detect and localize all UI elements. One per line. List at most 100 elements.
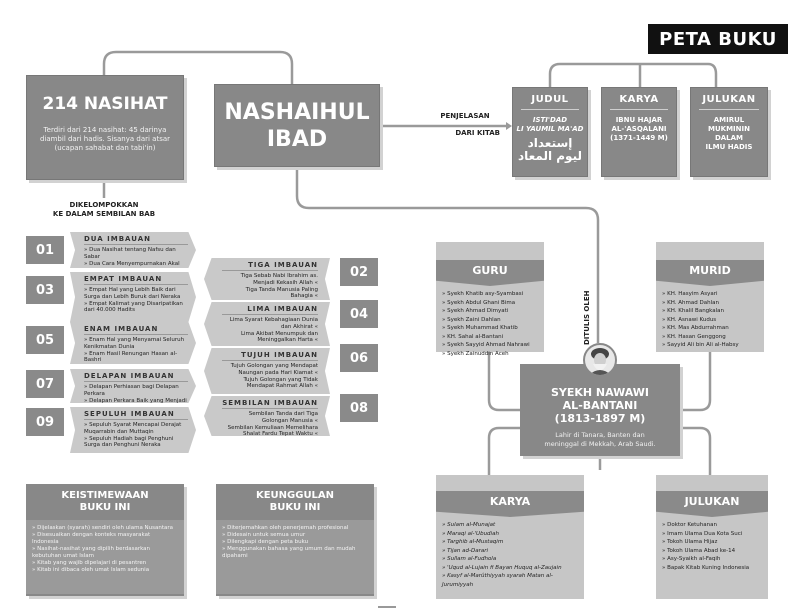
author-description: Lahir di Tanara, Banten dan meninggal di… — [520, 431, 680, 449]
list-item: » Syekh Khatib asy-Syambasi — [442, 291, 524, 297]
list-item: » Targhib al-Mustaqim — [442, 539, 504, 545]
julukan-list: » Doktor Ketuhanan » Imam Ulama Dua Kota… — [656, 517, 768, 576]
chapter-item: Tujuh Golongan yang Tidak Mendapat Rahma… — [243, 376, 318, 390]
chapter-card: TUJUH IMBAUAN Tujuh Golongan yang Mendap… — [204, 348, 330, 394]
keunggulan-heading: KEUNGGULAN BUKU INI — [216, 484, 374, 514]
julukan-top-spacer — [656, 475, 768, 491]
karya-info-box: KARYA IBNU HAJAR AL-'ASQALANI (1371-1449… — [601, 87, 677, 177]
keunggulan-box: KEUNGGULAN BUKU INI » Diterjemahkan oleh… — [216, 484, 374, 596]
julukan-box: JULUKAN » Doktor Ketuhanan » Imam Ulama … — [656, 475, 768, 599]
chapter-item: » Dua Cara Menyempurnakan Akal — [84, 260, 180, 267]
list-item: » KH. Mas Abdurrahman — [662, 325, 729, 331]
karya-box: KARYA » Sulam al-Munajat » Maraqi al-'Ub… — [436, 475, 584, 599]
list-item: » Doktor Ketuhanan — [662, 522, 717, 528]
nasihat-box: 214 NASIHAT Terdiri dari 214 nasihat: 45… — [26, 75, 184, 180]
murid-list: » KH. Hasyim Asyari » KH. Ahmad Dahlan »… — [656, 286, 764, 354]
list-item: » Dijelaskan (syarah) sendiri oleh ulama… — [32, 525, 174, 531]
chapter-item: » Sepuluh Hadiah bagi Penghuni Surga dan… — [84, 435, 174, 449]
murid-title: MURID — [656, 260, 764, 286]
list-item: » Sulam al-Munajat — [442, 522, 496, 528]
page-marker — [378, 606, 396, 608]
chapter-title: ENAM IMBAUAN — [84, 325, 188, 335]
list-item: » Maraqi al-'Ubudiah — [442, 530, 499, 537]
author-desc-line1: Lahir di Tanara, Banten dan — [555, 431, 645, 439]
julukan-info-line1: AMIRUL — [713, 116, 745, 124]
chapter-card: SEPULUH IMBAUAN » Sepuluh Syarat Mencapa… — [70, 407, 196, 453]
grouped-label: DIKELOMPOKKAN KE DALAM SEMBILAN BAB — [34, 201, 174, 219]
murid-top-spacer — [656, 242, 764, 260]
chapter-number: 02 — [340, 258, 378, 286]
chapter-item: Tiga Tanda Manusia Paling Bahagia « — [245, 286, 318, 300]
nasihat-title: 214 NASIHAT — [42, 94, 168, 114]
keistimewaan-list: » Dijelaskan (syarah) sendiri oleh ulama… — [26, 520, 184, 594]
guru-list: » Syekh Khatib asy-Syambasi » Syekh Abdu… — [436, 286, 544, 362]
julukan-info-line2: MUKMININ — [708, 125, 750, 133]
penjelasan-line2: DARI KITAB — [455, 129, 500, 137]
portrait-icon — [589, 348, 611, 375]
list-item: » Syekh Ahmad Dimyati — [442, 308, 509, 314]
list-item: » Dilengkapi dengan peta buku — [222, 539, 309, 545]
chapter-number: 01 — [26, 236, 64, 264]
grouped-line2: KE DALAM SEMBILAN BAB — [52, 210, 156, 218]
julukan-info-text: AMIRUL MUKMININ DALAM ILMU HADIS — [691, 116, 767, 152]
judul-latin-line2: LI YAUMIL MA'AD — [516, 125, 584, 133]
judul-latin-line1: ISTI'DAD — [532, 116, 568, 124]
list-item: » KH. Asnawi Kudus — [662, 316, 717, 323]
julukan-title: JULUKAN — [656, 491, 768, 517]
list-item: » Sullam al-Fudhola — [442, 556, 497, 562]
author-name-line1: SYEKH NAWAWI — [550, 386, 650, 399]
chapter-title: EMPAT IMBAUAN — [84, 275, 188, 285]
list-item: » Kasyf al-Marûthiyyah syarah Matan al-J… — [442, 573, 553, 588]
chapter-item: Sembilan Tanda dari Tiga Golongan Manusi… — [248, 411, 318, 424]
list-item: » Syekh Muhammad Khatib — [442, 325, 518, 331]
chapter-title: TIGA IMBAUAN — [222, 261, 318, 271]
karya-title: KARYA — [436, 491, 584, 517]
list-item: » Menggunakan bahasa yang umum dan mudah… — [222, 546, 356, 559]
julukan-info-box: JULUKAN AMIRUL MUKMININ DALAM ILMU HADIS — [690, 87, 768, 177]
chapter-card: LIMA IMBAUAN Lima Syarat Kebahagiaan Dun… — [204, 302, 330, 346]
list-item: » Syekh Abdul Ghani Bima — [442, 299, 516, 306]
chapter-item: » Delapan Perhiasan bagi Delapan Perkara — [84, 384, 179, 397]
chapter-card: TIGA IMBAUAN Tiga Sebab Nabi Ibrahim as.… — [204, 258, 330, 300]
chapter-item: » Sepuluh Syarat Mencapai Derajat Muqarr… — [84, 422, 182, 435]
karya-info-divider — [610, 109, 668, 110]
list-item: » Sayyid Ali bin Ali al-Habsy — [662, 342, 739, 348]
keunggulan-title1: KEUNGGULAN — [255, 490, 335, 501]
karya-list: » Sulam al-Munajat » Maraqi al-'Ubudiah … — [436, 517, 584, 593]
chapter-card: DELAPAN IMBAUAN » Delapan Perhiasan bagi… — [70, 369, 196, 403]
chapter-title: DUA IMBAUAN — [84, 235, 188, 245]
list-item: » KH. Ahmad Dahlan — [662, 299, 719, 306]
list-item: » Tijan ad-Darari — [442, 547, 489, 554]
list-item: » Syekh Zaini Dahlan — [442, 316, 501, 323]
list-item: » Syekh Zainuddin Aceh — [442, 350, 509, 357]
author-box: SYEKH NAWAWI AL-BANTANI (1813-1897 M) La… — [520, 364, 680, 456]
keistimewaan-title2: BUKU INI — [79, 502, 131, 513]
keistimewaan-title1: KEISTIMEWAAN — [61, 490, 149, 501]
keunggulan-list: » Diterjemahkan oleh penerjemah profesio… — [216, 520, 374, 594]
list-item: » Tokoh Ulama Abad ke-14 — [662, 547, 736, 554]
list-item: » Nasihat-nasihat yang dipilih berdasark… — [32, 546, 151, 559]
chapter-card: SEMBILAN IMBAUAN Sembilan Tanda dari Tig… — [204, 396, 330, 436]
penjelasan-label: PENJELASAN DARI KITAB — [430, 112, 500, 138]
julukan-info-line3: DALAM — [714, 134, 744, 142]
murid-box: MURID » KH. Hasyim Asyari » KH. Ahmad Da… — [656, 242, 764, 352]
chapter-item: » Enam Hasil Renungan Hasan al-Bashri — [84, 350, 178, 364]
author-name-line2: AL-BANTANI — [562, 399, 638, 412]
chapter-item: Lima Akibat Menumpuk dan Meninggalkan Ha… — [240, 330, 318, 344]
author-desc-line2: meninggal di Mekkah, Arab Saudi. — [544, 440, 656, 448]
chapter-item: » Delapan Perkara Baik yang Menjadi Sia-… — [84, 397, 187, 404]
list-item: » Disesuaikan dengan konteks masyarakat … — [32, 532, 151, 545]
karya-info-line2: AL-'ASQALANI — [611, 125, 667, 133]
karya-info-line1: IBNU HAJAR — [615, 116, 663, 124]
ditulis-oleh-label: DITULIS OLEH — [583, 290, 591, 345]
guru-title: GURU — [436, 260, 544, 286]
list-item: » KH. Khalil Bangkalan — [662, 308, 725, 314]
judul-title: JUDUL — [531, 94, 569, 105]
chapter-card: EMPAT IMBAUAN » Empat Hal yang Lebih Bai… — [70, 272, 196, 322]
nasihat-description: Terdiri dari 214 nasihat: 45 darinya dia… — [39, 126, 171, 152]
judul-divider — [521, 109, 579, 110]
book-title-box: NASHAIHUL IBAD — [214, 84, 380, 167]
list-item: » Bapak Kitab Kuning Indonesia — [662, 564, 750, 571]
chapter-number: 04 — [340, 300, 378, 328]
